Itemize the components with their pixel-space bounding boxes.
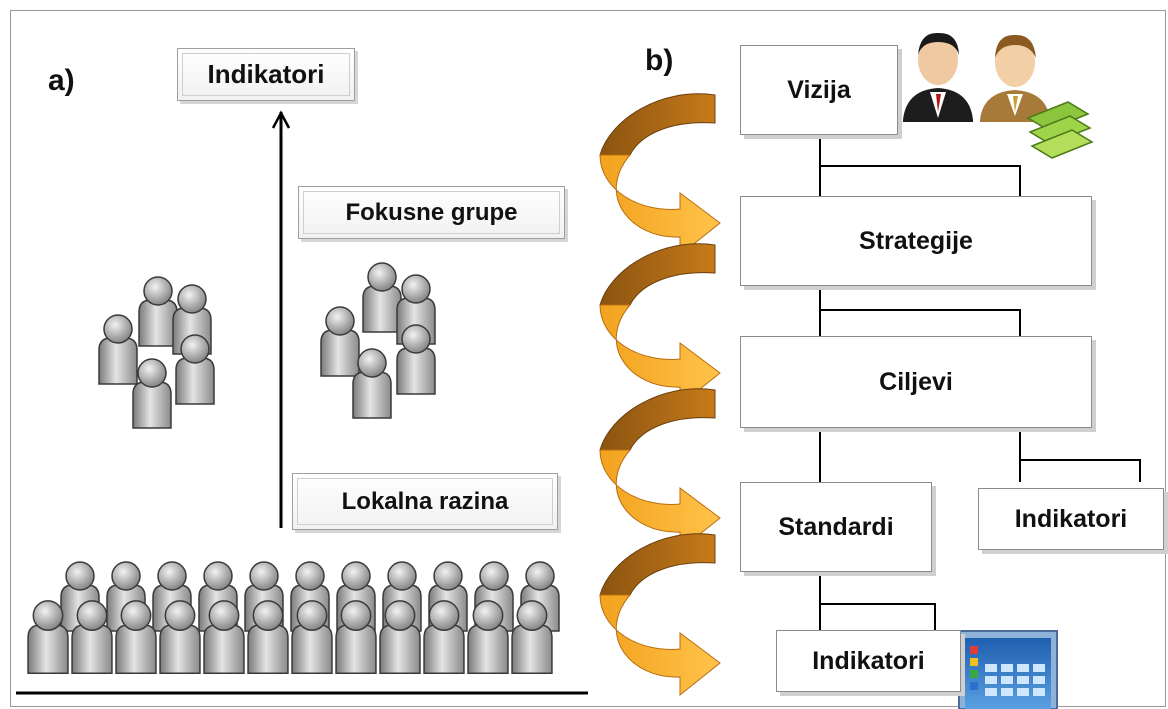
indikatori-box-right: Indikatori [978, 488, 1164, 550]
spiral-arrow-icon [599, 243, 721, 407]
person-icon [467, 600, 509, 675]
panel-a-label: a) [48, 64, 75, 97]
indikatori-box-top: Indikatori [177, 48, 355, 101]
indikatori-box-bottom: Indikatori [776, 630, 961, 692]
person-icon [175, 334, 215, 405]
fokusne-grupe-box: Fokusne grupe [298, 186, 565, 239]
documents-icon [1026, 101, 1094, 159]
person-icon [98, 314, 138, 385]
person-icon [247, 600, 289, 675]
businessmen-icon [903, 32, 1050, 122]
person-icon [138, 276, 178, 347]
businesswoman-icon [980, 34, 1050, 122]
person-icon [320, 306, 360, 377]
hierarchy-connectors [819, 136, 1141, 630]
businessman-icon [903, 32, 973, 122]
vizija-box: Vizija [740, 45, 898, 135]
spiral-arrow-icon [599, 533, 721, 697]
person-icon [115, 600, 157, 675]
person-icon [423, 600, 465, 675]
spiral-arrow-icon [599, 93, 721, 257]
person-icon [335, 600, 377, 675]
ciljevi-box: Ciljevi [740, 336, 1092, 428]
panel-b-label: b) [645, 44, 674, 77]
person-icon [379, 600, 421, 675]
person-icon [27, 600, 69, 675]
spiral-arrow-icon [599, 388, 721, 552]
person-icon [352, 348, 392, 419]
person-icon [132, 358, 172, 429]
spreadsheet-icon [958, 630, 1058, 709]
person-icon [511, 600, 553, 675]
people-group-icon [27, 262, 560, 675]
lokalna-razina-box: Lokalna razina [292, 473, 558, 530]
standardi-box: Standardi [740, 482, 932, 572]
person-icon [291, 600, 333, 675]
person-icon [362, 262, 402, 333]
person-icon [71, 600, 113, 675]
strategije-box: Strategije [740, 196, 1092, 286]
person-icon [159, 600, 201, 675]
arrowhead-icon [271, 110, 291, 129]
person-icon [396, 324, 436, 395]
person-icon [203, 600, 245, 675]
curved-arrow-icon [599, 93, 721, 697]
